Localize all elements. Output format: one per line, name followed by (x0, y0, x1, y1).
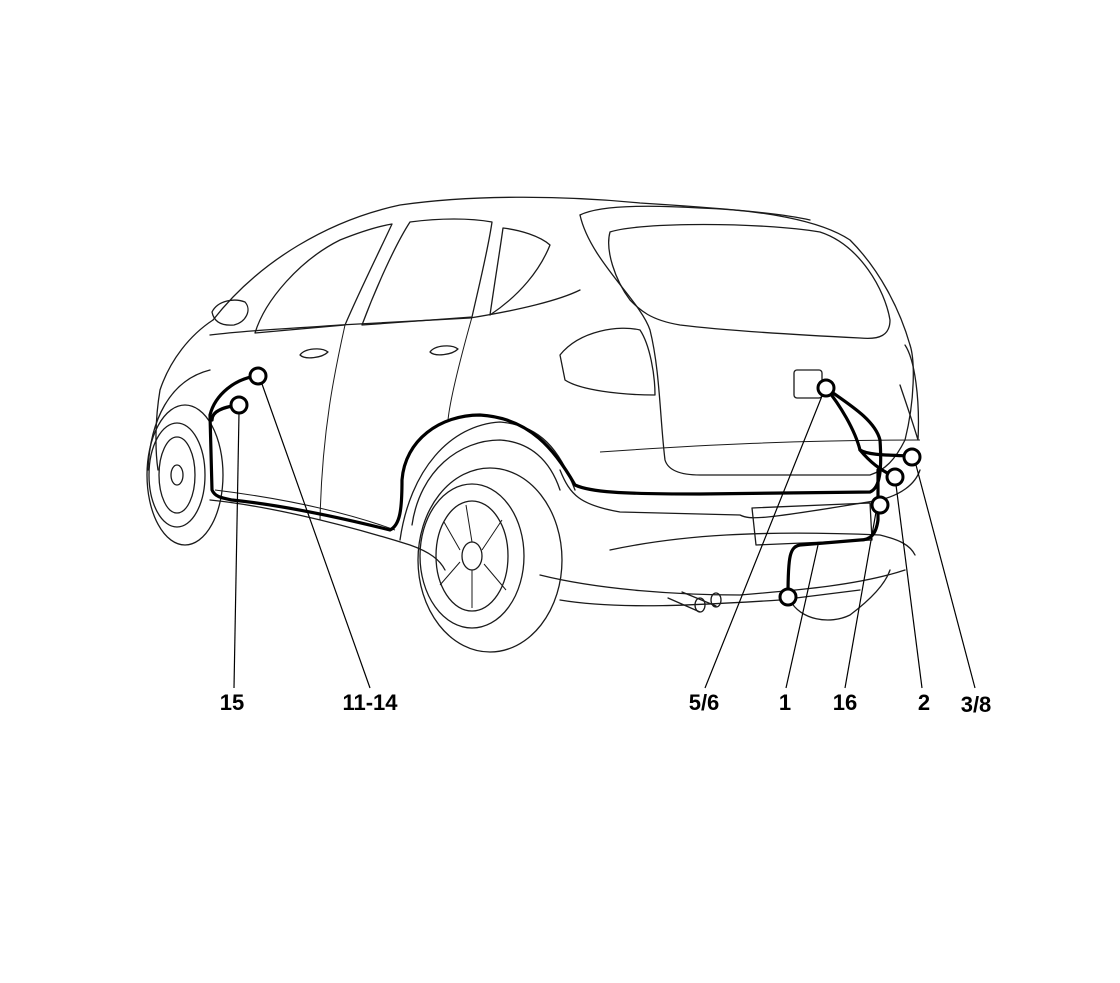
marker-1 (778, 587, 798, 607)
car-body (146, 196, 921, 653)
leader-lines (233, 383, 976, 689)
callout-label-1: 1 (778, 690, 792, 715)
marker-2 (885, 467, 905, 487)
connector-markers (229, 366, 922, 607)
callout-label-5-6: 5/6 (688, 690, 720, 715)
marker-3-8 (902, 447, 922, 467)
wiring-harness (208, 374, 914, 598)
callout-label-3-8: 3/8 (960, 692, 992, 717)
marker-11-14 (248, 366, 268, 386)
marker-5-6 (816, 378, 836, 398)
callout-label-11-14: 11-14 (342, 690, 398, 715)
marker-16 (870, 495, 890, 515)
callout-label-16: 16 (832, 690, 858, 715)
callout-label-2: 2 (917, 690, 931, 715)
marker-15 (229, 395, 249, 415)
callout-label-15: 15 (219, 690, 245, 715)
